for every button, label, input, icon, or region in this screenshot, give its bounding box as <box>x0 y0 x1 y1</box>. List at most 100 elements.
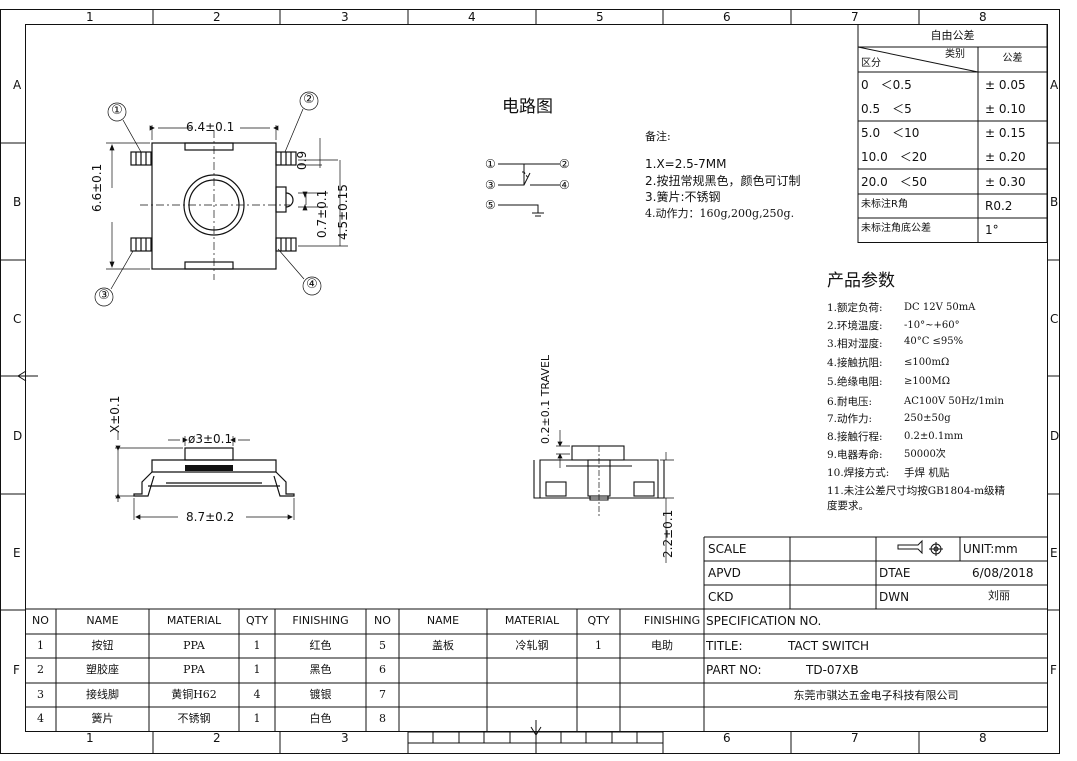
note-line: 1.X=2.5-7MM <box>645 157 727 171</box>
bom-cell: 1 <box>253 663 261 676</box>
untagged-angle-label: 未标注角底公差 <box>861 223 931 234</box>
tolerance-title: 自由公差 <box>930 29 975 42</box>
param-label: 10.焊接方式: <box>827 467 890 479</box>
spec-label: SPECIFICATION NO. <box>706 614 822 628</box>
bom-cell: 3 <box>37 688 44 701</box>
dim-x-height: X±0.1 <box>108 395 122 433</box>
grid-col-label: 2 <box>213 10 221 24</box>
circuit-pin: ③ <box>485 178 496 192</box>
grid-col-label: 8 <box>979 731 987 745</box>
bom-cell: 白色 <box>309 712 332 725</box>
title-value: TACT SWITCH <box>788 639 869 653</box>
param-label: 7.动作力: <box>827 413 873 425</box>
dim-09: 0.9 <box>295 150 309 170</box>
bom-cell: 1 <box>253 639 261 652</box>
grid-row-label: C <box>13 312 22 326</box>
param-label: 2.环境温度: <box>827 320 883 332</box>
untagged-angle-value: 1° <box>985 223 999 237</box>
tolerance-value: ± 0.05 <box>985 78 1026 92</box>
projection-symbol-icon <box>897 539 943 556</box>
dwn-value: 刘丽 <box>988 589 1010 602</box>
circuit-pin: ① <box>485 157 496 171</box>
bom-header: QTY <box>245 614 269 627</box>
outer-frame <box>0 9 1060 754</box>
dim-45: 4.5±0.15 <box>336 184 350 240</box>
bom-cell: 5 <box>379 639 386 652</box>
bom-header: FINISHING <box>643 614 701 627</box>
bom-cell: 2 <box>37 663 44 676</box>
dim-22: 2.2±0.1 <box>661 509 675 558</box>
tolerance-category-header: 类别 <box>945 49 965 60</box>
dim-side-height: 6.6±0.1 <box>90 163 104 212</box>
grid-col-label: 1 <box>86 731 94 745</box>
param-note: 11.未注公差尺寸均按GB1804-m级精 <box>827 485 1006 497</box>
tolerance-table <box>857 24 1048 243</box>
grid-row-label: A <box>1050 78 1059 92</box>
bom-cell: 8 <box>379 712 386 725</box>
side-view-spring <box>185 465 233 471</box>
tolerance-value: ± 0.10 <box>985 102 1026 116</box>
param-value: 0.2±0.1mm <box>904 431 964 442</box>
bom-cell: 电助 <box>651 639 673 652</box>
grid-row-label: D <box>13 429 23 443</box>
bom-cell: 6 <box>379 663 386 676</box>
tolerance-value: ± 0.20 <box>985 150 1026 164</box>
param-label: 5.绝缘电阻: <box>827 376 883 388</box>
callout-4: ④ <box>306 277 318 292</box>
grid-col-label: 6 <box>723 10 731 24</box>
grid-row-label: E <box>13 546 21 560</box>
param-note: 度要求。 <box>827 500 869 512</box>
grid-row-label: C <box>1050 312 1059 326</box>
param-label: 4.接触抗阻: <box>827 357 883 369</box>
notes-header: 备注: <box>645 130 671 143</box>
grid-row-label: E <box>1050 546 1058 560</box>
date-value: 6/08/2018 <box>972 566 1034 580</box>
circuit-pin: ④ <box>559 178 570 192</box>
callout-3: ③ <box>98 288 110 303</box>
bom-cell: 塑胶座 <box>86 663 119 676</box>
param-label: 6.耐电压: <box>827 396 873 408</box>
tolerance-range: 10.0 ＜20 <box>861 150 927 164</box>
grid-row-label: F <box>13 663 20 677</box>
date-label: DTAE <box>879 566 911 580</box>
bom-cell: 黄铜H62 <box>171 688 217 701</box>
side-view <box>133 447 295 497</box>
grid-row-label: B <box>1050 195 1059 209</box>
callout-2: ② <box>303 92 315 107</box>
grid-row-label: F <box>1050 663 1057 677</box>
bom-cell: 红色 <box>309 639 332 652</box>
callout-1: ① <box>111 103 123 118</box>
bom-header: MATERIAL <box>166 614 222 627</box>
tolerance-region-header: 区分 <box>861 58 881 69</box>
param-label: 3.相对湿度: <box>827 338 883 350</box>
bom-cell: 不锈钢 <box>177 712 211 725</box>
param-value: 250±50g <box>904 413 951 424</box>
bom-cell: 黑色 <box>309 663 332 676</box>
part-value: TD-07XB <box>806 663 859 677</box>
param-value: ≤100mΩ <box>904 357 950 368</box>
param-value: DC 12V 50mA <box>904 302 976 313</box>
tolerance-range: 0.5 ＜5 <box>861 102 912 116</box>
dwn-label: DWN <box>879 590 910 604</box>
grid-col-label: 7 <box>851 10 859 24</box>
param-value: ≥100MΩ <box>904 376 950 387</box>
circuit-diagram <box>498 163 560 217</box>
bom-cell: 簧片 <box>91 712 114 725</box>
bom-cell: 4 <box>253 688 261 701</box>
grid-col-label: 6 <box>723 731 731 745</box>
company-name: 东莞市骐达五金电子科技有限公司 <box>793 689 959 702</box>
note-line: 4.动作力：160g,200g,250g. <box>645 207 795 220</box>
grid-col-label: 3 <box>341 10 349 24</box>
bom-cell: 7 <box>379 688 386 701</box>
dim-button-diameter: ø3±0.1 <box>188 432 233 446</box>
bom-cell: 按钮 <box>91 639 114 652</box>
grid-row-label: B <box>13 195 22 209</box>
circuit-title: 电路图 <box>502 97 553 117</box>
tolerance-value: ± 0.15 <box>985 126 1026 140</box>
param-label: 9.电器寿命: <box>827 449 883 461</box>
param-value: 40°C ≤95% <box>904 336 964 347</box>
bom-cell: 1 <box>595 639 602 652</box>
untagged-r-label: 未标注R角 <box>861 199 908 210</box>
